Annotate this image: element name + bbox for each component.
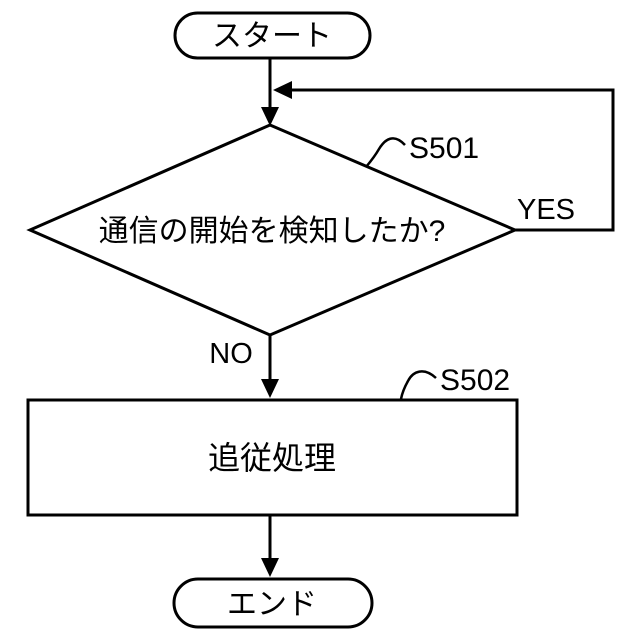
start-label: スタート xyxy=(212,20,332,53)
process-label: 追従処理 xyxy=(208,440,336,476)
decision-diamond xyxy=(26,123,519,337)
end-label: エンド xyxy=(227,588,317,621)
decision-label: 通信の開始を検知したか? xyxy=(99,215,446,248)
step-label-s502: S502 xyxy=(440,364,510,397)
edge-yes-loop xyxy=(290,88,615,232)
arrowhead-into-end xyxy=(261,558,279,577)
process-box xyxy=(26,398,519,517)
step-label-s501: S501 xyxy=(409,132,479,165)
arrowhead-yes-loop xyxy=(273,81,292,99)
end-terminal xyxy=(172,577,374,629)
start-terminal xyxy=(173,11,372,60)
arrowhead-into-decision xyxy=(261,107,279,126)
branch-label-yes: YES xyxy=(517,194,575,226)
step-leader-s501 xyxy=(365,137,406,168)
step-leader-s502 xyxy=(399,370,437,400)
branch-label-no: NO xyxy=(209,338,253,370)
arrowhead-into-process xyxy=(261,379,279,398)
